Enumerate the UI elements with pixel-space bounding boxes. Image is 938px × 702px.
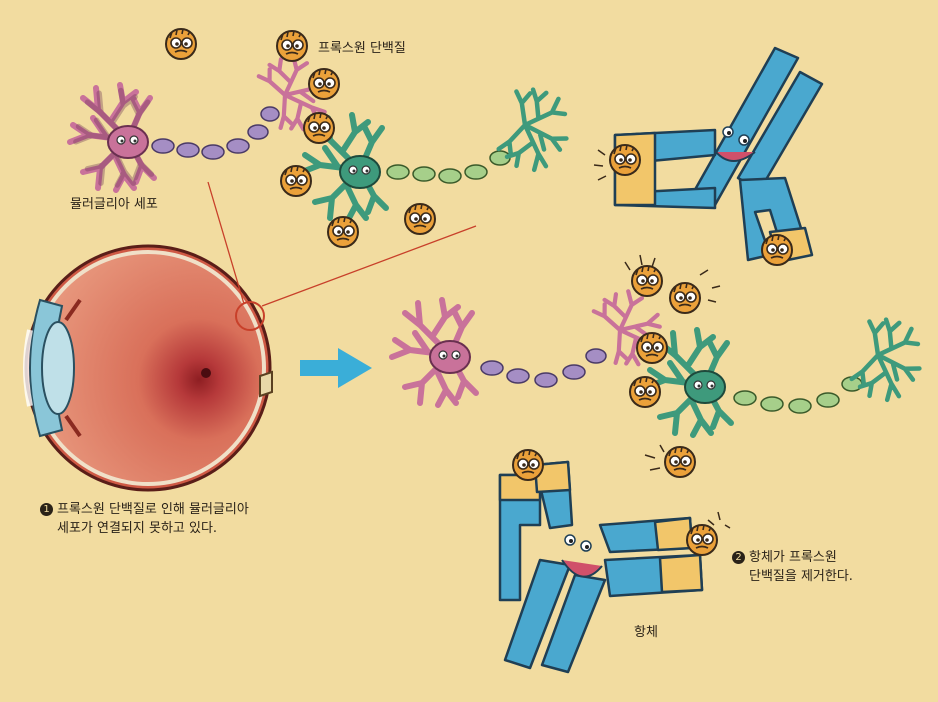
muller-glia-cell-bottom-right — [647, 313, 932, 435]
eye — [23, 244, 273, 492]
prion-protein-icon — [512, 449, 544, 481]
step-1-line-2: 세포가 연결되지 못하고 있다. — [57, 521, 218, 536]
antibody-bottom — [498, 460, 704, 674]
prion-protein-icon — [631, 265, 663, 297]
arrow-icon — [300, 348, 372, 388]
prion-protein-icon — [664, 446, 696, 478]
prion-protein-icon — [669, 282, 701, 314]
muller-glia-cell-top-right — [302, 83, 579, 220]
antibody-top — [613, 46, 824, 264]
antibody-label: 항체 — [634, 625, 658, 640]
prion-protein-icon — [636, 332, 668, 364]
step-1-number: 1 — [40, 503, 53, 516]
motion-lines — [624, 254, 731, 529]
step-2-caption: 2 항체가 프록스원 단백질을 제거한다. — [732, 548, 853, 586]
muller-glia-cell-bottom-left — [392, 283, 671, 405]
callout-lines — [207, 181, 477, 307]
prion-protein-icon — [761, 234, 793, 266]
prion-protein-icon — [404, 203, 436, 235]
prion-protein-icon — [276, 30, 308, 62]
prion-protein-icon — [609, 144, 641, 176]
step-2-line-1: 항체가 프록스원 — [749, 550, 837, 565]
prion-protein-icon — [629, 376, 661, 408]
muller-glia-cell-top-left — [70, 48, 336, 190]
prion-protein-icon — [280, 165, 312, 197]
step-1-caption: 1 프록스원 단백질로 인해 뮬러글리아 세포가 연결되지 못하고 있다. — [40, 500, 249, 538]
motion-lines — [593, 149, 607, 181]
muller-glia-cell-label: 뮬러글리아 세포 — [70, 197, 158, 212]
prion-protein-icon — [308, 68, 340, 100]
step-2-line-2: 단백질을 제거한다. — [749, 569, 853, 584]
step-1-line-1: 프록스원 단백질로 인해 뮬러글리아 — [57, 502, 249, 517]
prion-protein-icon — [165, 28, 197, 60]
prion-protein-label: 프록스원 단백질 — [318, 41, 406, 56]
step-2-number: 2 — [732, 551, 745, 564]
prion-protein-icon — [303, 112, 335, 144]
prion-protein-icon — [327, 216, 359, 248]
prion-protein-icon — [686, 524, 718, 556]
